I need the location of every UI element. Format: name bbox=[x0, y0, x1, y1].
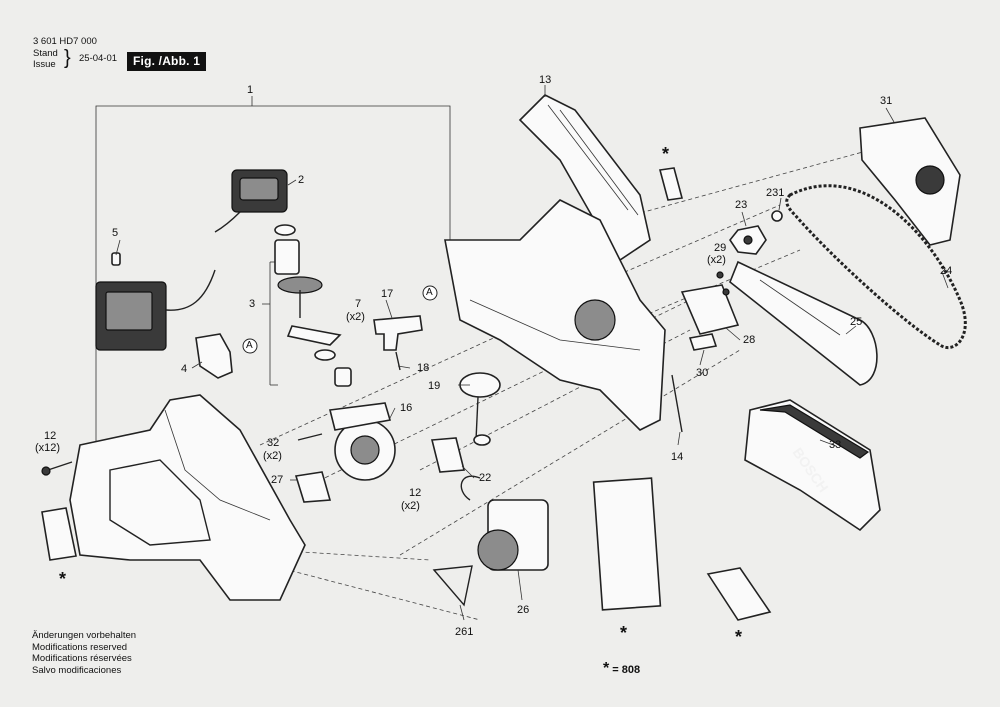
note-fr: Modifications réservées bbox=[32, 653, 132, 665]
callout-28: 28 bbox=[743, 334, 756, 346]
callout-32-qty: (x2) bbox=[263, 450, 282, 462]
callout-12-right: 12 bbox=[409, 487, 422, 499]
stand-issue-brace: } bbox=[64, 47, 71, 69]
switch-part bbox=[195, 333, 233, 379]
issue-label: Issue bbox=[33, 59, 56, 70]
legend-text: = 808 bbox=[612, 664, 641, 676]
washer-231 bbox=[771, 210, 783, 222]
reference-a-right-label: A bbox=[426, 287, 433, 298]
note-de: Änderungen vorbehalten bbox=[32, 630, 137, 641]
callout-261: 261 bbox=[455, 626, 474, 638]
figure-label: Fig. /Abb. 1 bbox=[127, 52, 207, 71]
document-number: 3 601 HD7 000 bbox=[33, 36, 97, 47]
lever-part bbox=[373, 315, 423, 371]
saw-chain-24-part bbox=[785, 184, 967, 350]
callout-18: 18 bbox=[417, 362, 430, 374]
callout-25: 25 bbox=[850, 316, 863, 328]
callout-17: 17 bbox=[381, 288, 394, 300]
guide-bar-25-part bbox=[729, 260, 878, 386]
callout-leader-lines bbox=[115, 85, 949, 621]
callout-7: 7 bbox=[355, 298, 362, 310]
callout-29: 29 bbox=[714, 242, 727, 254]
star-marker-center: * bbox=[620, 623, 628, 643]
callout-27: 27 bbox=[271, 474, 284, 486]
pin-14 bbox=[671, 374, 683, 433]
callout-12-left-qty: (x12) bbox=[35, 442, 61, 454]
reference-a-right bbox=[422, 285, 438, 301]
motor-armature-stack bbox=[269, 224, 352, 387]
callout-23: 23 bbox=[735, 199, 748, 211]
callout-29-qty: (x2) bbox=[707, 254, 726, 266]
reference-a-left-label: A bbox=[246, 340, 253, 351]
callout-1: 1 bbox=[247, 84, 254, 96]
callout-31: 31 bbox=[880, 95, 893, 107]
callout-231: 231 bbox=[766, 187, 785, 199]
handle-housing-part bbox=[69, 394, 306, 601]
gearbox-plate-part bbox=[329, 402, 396, 481]
tension-plate-28-part bbox=[680, 284, 740, 351]
callout-16: 16 bbox=[400, 402, 413, 414]
electronics-module-part bbox=[95, 252, 216, 351]
callout-2: 2 bbox=[298, 174, 305, 186]
screw-12-left bbox=[41, 461, 73, 476]
callout-22: 22 bbox=[479, 472, 492, 484]
chain-sprocket-23-part bbox=[729, 225, 767, 255]
bolts-29-part bbox=[716, 271, 730, 296]
legend-symbol: * bbox=[603, 660, 610, 677]
callout-13: 13 bbox=[539, 74, 552, 86]
screw-32 bbox=[297, 433, 323, 441]
callout-32: 32 bbox=[267, 437, 280, 449]
callout-19: 19 bbox=[428, 380, 441, 392]
reference-a-left bbox=[242, 338, 258, 354]
front-handle-13-part bbox=[518, 94, 651, 262]
callout-12-right-qty: (x2) bbox=[401, 500, 420, 512]
star-legend: * = 808 bbox=[603, 660, 640, 678]
star-marker-left: * bbox=[59, 569, 67, 589]
callout-33: 33 bbox=[829, 439, 842, 451]
modification-notes: Änderungen vorbehalten Modifications res… bbox=[32, 630, 136, 676]
callout-7-qty: (x2) bbox=[346, 311, 365, 323]
motor-brush-holder-part bbox=[214, 169, 288, 233]
callout-3: 3 bbox=[249, 298, 256, 310]
chain-guard-33-part bbox=[744, 399, 881, 532]
callout-5: 5 bbox=[112, 227, 119, 239]
star-marker-right: * bbox=[735, 627, 743, 647]
note-en: Modifications reserved bbox=[32, 641, 128, 653]
callout-4: 4 bbox=[181, 363, 188, 375]
bracket-22-part bbox=[430, 437, 466, 473]
sprocket-cover-31-part bbox=[859, 117, 961, 246]
motor-26-part bbox=[432, 475, 549, 607]
callout-24: 24 bbox=[940, 265, 953, 277]
star-marker-top: * bbox=[662, 144, 670, 164]
callout-30: 30 bbox=[696, 367, 709, 379]
issue-date: 25-04-01 bbox=[79, 53, 118, 64]
clip-27-part bbox=[294, 471, 332, 503]
callout-12-left: 12 bbox=[44, 430, 57, 442]
callout-14: 14 bbox=[671, 451, 684, 463]
warning-label-cards bbox=[41, 167, 772, 621]
note-es: Salvo modificaciones bbox=[32, 664, 122, 676]
main-housing-part bbox=[444, 199, 666, 431]
callout-26: 26 bbox=[517, 604, 530, 616]
stand-label: Stand bbox=[33, 48, 58, 59]
gear-wheel-part bbox=[459, 372, 501, 446]
